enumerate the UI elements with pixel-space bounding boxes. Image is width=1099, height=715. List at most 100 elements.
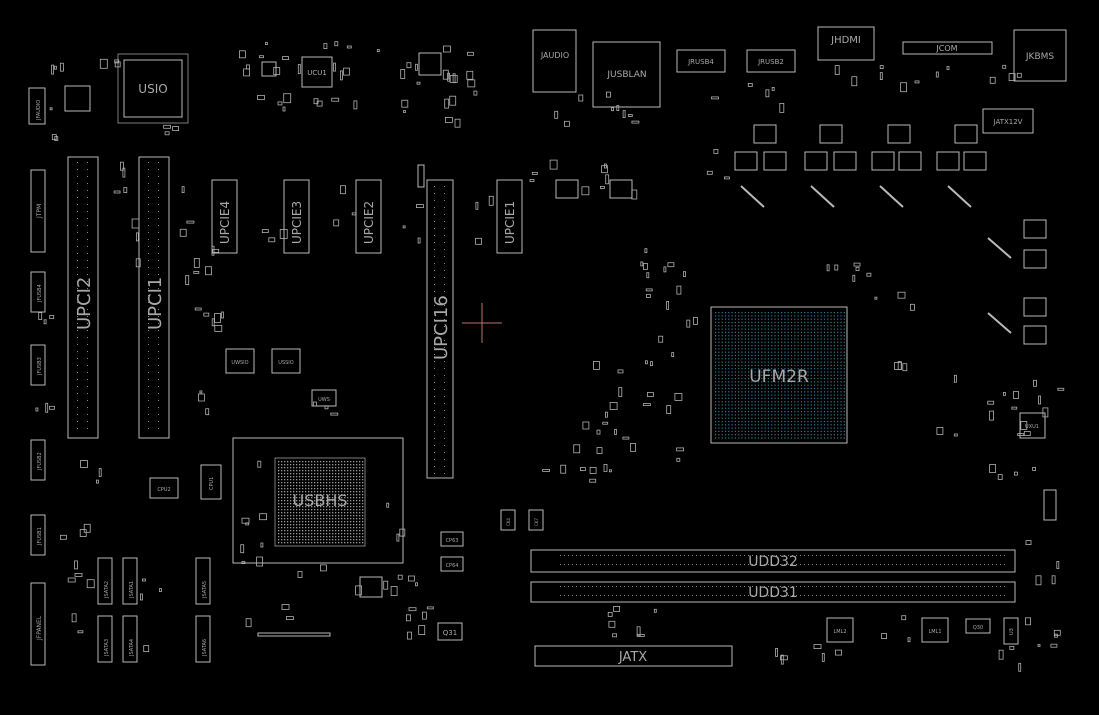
pin [807, 417, 809, 419]
pin [335, 497, 337, 499]
pin [830, 318, 832, 320]
pin [359, 539, 361, 541]
pin [311, 515, 313, 517]
pin [718, 424, 720, 426]
pin [158, 421, 159, 422]
pin [296, 530, 298, 532]
pin [715, 348, 717, 350]
pin [771, 335, 773, 337]
pin [817, 391, 819, 393]
jkbms-connector: JKBMS [1013, 29, 1067, 82]
pin [748, 348, 750, 350]
pin [326, 512, 328, 514]
pin [314, 539, 316, 541]
pin [320, 497, 322, 499]
pin [329, 488, 331, 490]
pin [751, 437, 753, 439]
pin [757, 411, 760, 413]
pin [434, 249, 435, 250]
pin [311, 542, 313, 544]
pin [338, 473, 340, 475]
pin [827, 378, 829, 380]
pin [960, 586, 961, 587]
pin [744, 361, 746, 363]
pin [790, 368, 793, 370]
smd-part [645, 288, 653, 292]
pin [77, 218, 78, 219]
pin [781, 374, 783, 376]
smd-part [622, 436, 630, 440]
pin [734, 404, 736, 406]
pin [761, 430, 763, 432]
pin [278, 521, 280, 523]
pin [794, 378, 796, 380]
pin [332, 494, 334, 496]
pin [290, 536, 292, 538]
pin [444, 291, 445, 292]
pin [604, 586, 605, 587]
pin [774, 335, 776, 337]
pin [287, 482, 289, 484]
pin [884, 595, 885, 596]
pin [794, 368, 796, 370]
pin [814, 427, 816, 429]
pin [600, 555, 601, 556]
pin [777, 374, 779, 376]
smd-part [449, 95, 457, 106]
pin [728, 325, 730, 327]
mosfet [555, 179, 579, 199]
pin [338, 506, 340, 508]
pin [359, 482, 361, 484]
pin [305, 488, 307, 490]
pin [820, 424, 822, 426]
pin [820, 384, 822, 386]
pin [305, 473, 307, 475]
pin [734, 391, 736, 393]
pin [356, 500, 358, 502]
pin [290, 533, 292, 535]
pin [724, 345, 727, 347]
pin [664, 586, 665, 587]
pin [326, 518, 328, 520]
jfaudio-connector [28, 87, 46, 125]
pin [837, 328, 839, 330]
smd-part [907, 637, 911, 643]
pin [353, 509, 355, 511]
pin [718, 437, 720, 439]
pin [434, 263, 435, 264]
pin [329, 542, 331, 544]
pin [718, 404, 720, 406]
pin [668, 564, 669, 565]
jusblan-label: JUSBLAN [606, 70, 646, 80]
pin [664, 564, 665, 565]
pin [830, 424, 832, 426]
pin [284, 542, 286, 544]
smd-part [449, 75, 458, 83]
pin [444, 270, 445, 271]
smd-part [1038, 395, 1041, 405]
pin [688, 586, 689, 587]
pin [787, 417, 789, 419]
smd-part [45, 402, 49, 413]
pin [772, 595, 773, 596]
pin [320, 476, 322, 478]
pin [308, 476, 310, 478]
pin [308, 491, 310, 493]
pin [843, 335, 845, 337]
pin [338, 536, 340, 538]
pin [810, 401, 812, 403]
smd-part [383, 580, 389, 590]
pin [323, 464, 325, 466]
pin [754, 381, 756, 383]
pin [810, 358, 812, 360]
pin [721, 331, 723, 333]
pin [329, 509, 331, 511]
pin [715, 368, 717, 370]
pin [741, 328, 743, 330]
smd-part [74, 560, 78, 570]
pin [840, 321, 842, 324]
pin [708, 555, 709, 556]
pin [774, 351, 776, 353]
pin [299, 500, 301, 502]
pin [823, 434, 826, 436]
